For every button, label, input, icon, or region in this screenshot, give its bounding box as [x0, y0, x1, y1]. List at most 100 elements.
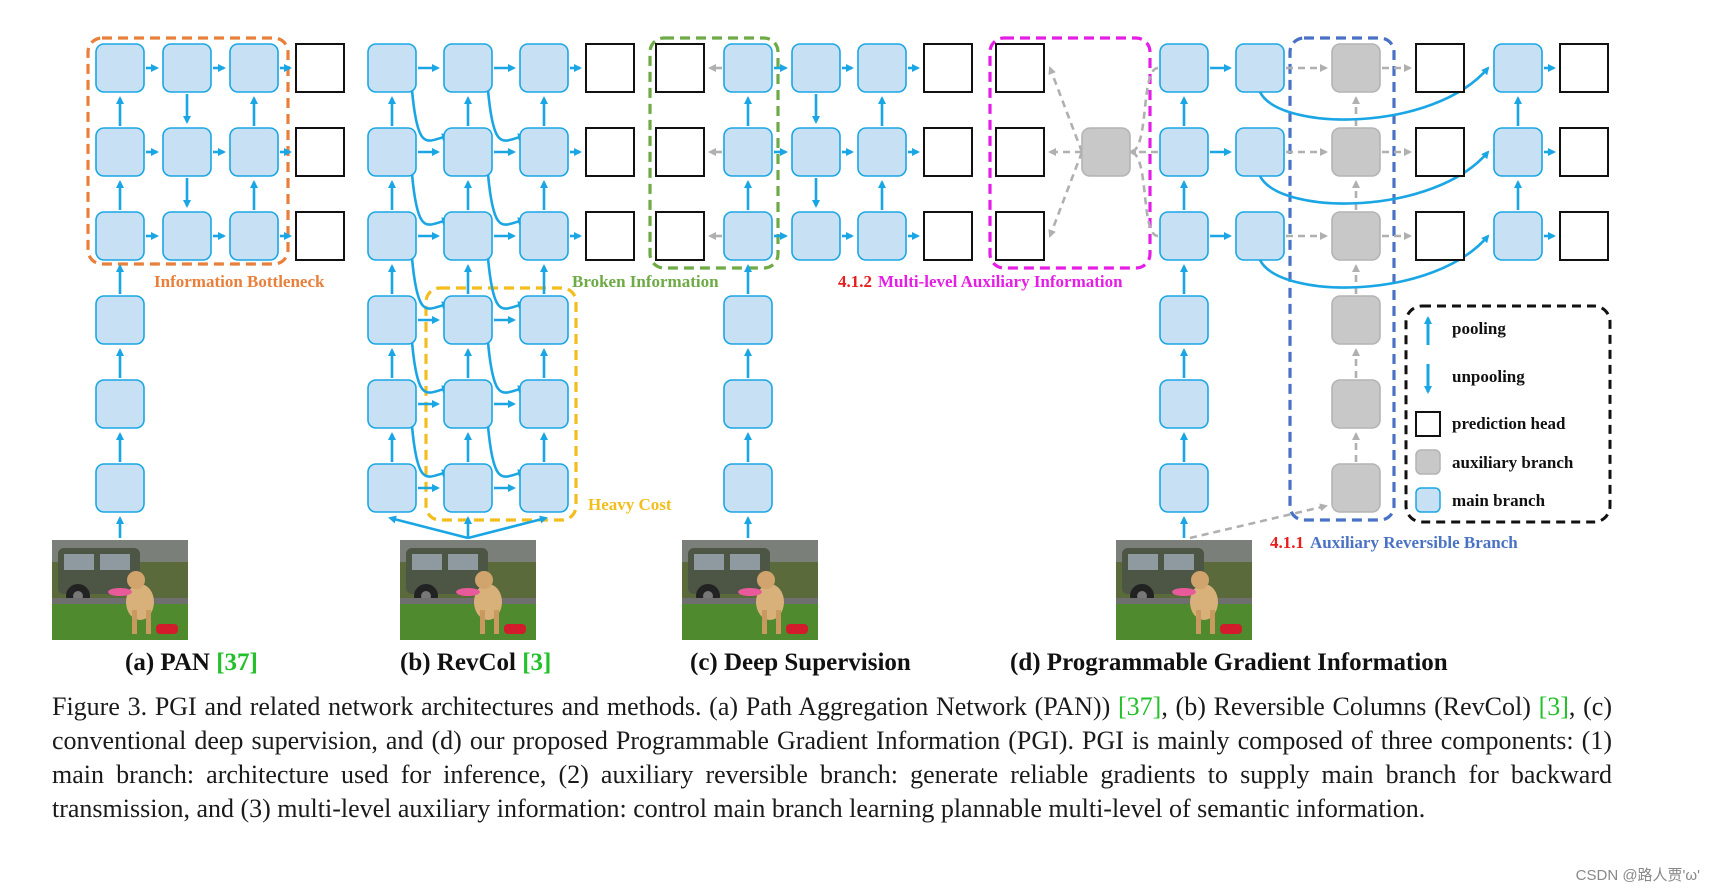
caption-part-2: , (b) Reversible Columns (RevCol) — [1161, 692, 1539, 721]
pan-node — [229, 211, 279, 261]
region-boxes — [86, 36, 1396, 522]
pgi-input-aux-arrow — [1189, 503, 1328, 540]
subcaption-a: (a) PAN [37] — [125, 649, 258, 676]
revcol-input-arrow — [388, 515, 469, 540]
pgi-aux-reversible-node — [1331, 211, 1381, 261]
legend-unpooling: unpooling — [1452, 367, 1525, 386]
prediction-head-icon — [1415, 411, 1441, 437]
revcol-cross-curve — [486, 425, 526, 478]
pgi-main-node — [1159, 211, 1209, 261]
revcol-node — [519, 43, 569, 93]
revcol-prediction-head — [585, 127, 635, 177]
input-image-pan — [52, 540, 188, 640]
input-image-deep-supervision — [682, 540, 818, 640]
pgi-multilevel-arrow — [1048, 151, 1084, 238]
pan-node — [162, 127, 212, 177]
revcol-node — [367, 379, 417, 429]
pgi-prediction-head — [1559, 127, 1609, 177]
pan-node — [162, 211, 212, 261]
pgi-main-node — [1159, 379, 1209, 429]
revcol-node — [519, 379, 569, 429]
subcaption-c: (c) Deep Supervision — [690, 649, 911, 676]
pgi-neck-node — [1493, 127, 1543, 177]
pgi-main-node — [1159, 43, 1209, 93]
ds-prediction-head — [923, 43, 973, 93]
watermark: CSDN @路人贾'ω' — [1575, 867, 1700, 884]
aux-reversible-branch-label: 4.1.1 Auxiliary Reversible Branch — [1270, 533, 1518, 552]
pgi-prediction-head — [1559, 211, 1609, 261]
revcol-prediction-head — [585, 43, 635, 93]
pgi-aux-feed-arrow — [1128, 66, 1159, 156]
revcol-node — [367, 211, 417, 261]
ds-prediction-head — [923, 211, 973, 261]
subcaption-d: (d) Programmable Gradient Information — [1010, 649, 1448, 676]
pgi-aux-prediction-head — [995, 211, 1045, 261]
ds-backbone-node — [723, 211, 773, 261]
revcol-node — [367, 463, 417, 513]
pgi-multi-level-aux-node — [1081, 127, 1131, 177]
ds-neck-node — [857, 127, 907, 177]
pgi-aux-prediction-head — [995, 127, 1045, 177]
pgi-neck-node — [1493, 43, 1543, 93]
revcol-cross-curve — [486, 173, 526, 226]
revcol-cross-curve — [410, 89, 450, 142]
broken-information-box — [648, 36, 780, 270]
revcol-node — [443, 127, 493, 177]
revcol-node — [443, 463, 493, 513]
pan-prediction-head — [295, 43, 345, 93]
ds-aux-prediction-head — [655, 127, 705, 177]
pan-node — [229, 43, 279, 93]
subcaption-a-text: (a) PAN — [125, 649, 216, 676]
pan-prediction-head — [295, 211, 345, 261]
multi-level-aux-text: Multi-level Auxiliary Information — [878, 272, 1123, 291]
caption-part-1: Figure 3. PGI and related network archit… — [52, 692, 1118, 721]
pgi-main-node — [1159, 127, 1209, 177]
subcaption-b: (b) RevCol [3] — [400, 649, 551, 676]
aux-reversible-number: 4.1.1 — [1270, 533, 1304, 552]
revcol-prediction-head — [585, 211, 635, 261]
auxiliary-reversible-branch-box — [1288, 36, 1396, 522]
legend-prediction-head: prediction head — [1452, 414, 1566, 433]
pan-backbone-node — [95, 463, 145, 513]
revcol-node — [367, 295, 417, 345]
revcol-cross-curve — [410, 341, 450, 394]
legend-auxiliary-branch: auxiliary branch — [1452, 453, 1574, 472]
revcol-cross-curve — [410, 173, 450, 226]
pan-node — [162, 43, 212, 93]
ds-aux-prediction-head — [655, 211, 705, 261]
caption-ref-3: [3] — [1538, 692, 1569, 721]
caption-part-3: , (c) conventional deep supervision, and… — [52, 692, 1612, 823]
revcol-cross-curve — [486, 341, 526, 394]
pgi-aux-head — [1415, 43, 1465, 93]
ds-neck-node — [791, 127, 841, 177]
revcol-node — [519, 463, 569, 513]
revcol-node — [367, 43, 417, 93]
revcol-cross-curve — [486, 257, 526, 310]
ds-neck-node — [791, 211, 841, 261]
information-bottleneck-label: Information Bottleneck — [154, 272, 325, 291]
ds-backbone-node — [723, 463, 773, 513]
ds-neck-node — [791, 43, 841, 93]
pgi-multilevel-arrow — [1048, 66, 1084, 153]
revcol-cross-curve — [410, 425, 450, 478]
pgi-aux-prediction-head — [995, 43, 1045, 93]
pgi-main-node — [1235, 43, 1285, 93]
main-branch-icon — [1415, 487, 1441, 513]
legend: pooling unpooling prediction head auxili… — [1404, 304, 1612, 524]
connection-arrows — [116, 64, 1556, 540]
broken-information-label: Broken Information — [572, 272, 719, 291]
aux-reversible-text: Auxiliary Reversible Branch — [1310, 533, 1518, 552]
pan-backbone-node — [95, 295, 145, 345]
revcol-node — [443, 211, 493, 261]
pgi-aux-feed-arrow — [1128, 148, 1159, 238]
input-image-revcol — [400, 540, 536, 640]
heavy-cost-label: Heavy Cost — [588, 495, 672, 514]
pgi-aux-reversible-node — [1331, 379, 1381, 429]
nodes-layer — [95, 43, 1609, 513]
revcol-node — [443, 379, 493, 429]
pan-node — [95, 127, 145, 177]
input-image-pgi — [1116, 540, 1252, 640]
subcaption-a-ref: [37] — [216, 649, 258, 676]
pgi-main-node — [1159, 463, 1209, 513]
